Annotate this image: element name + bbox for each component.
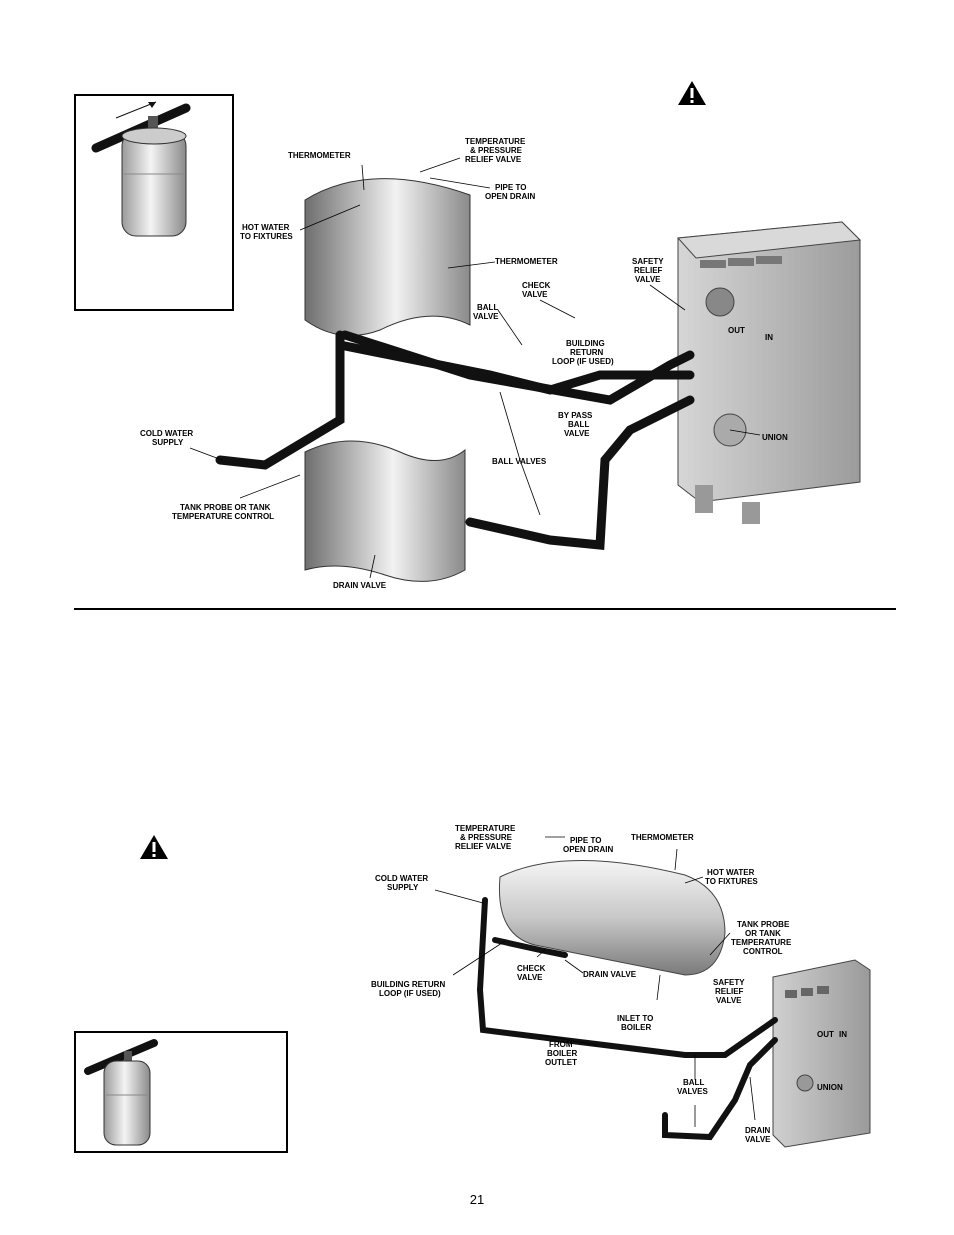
label-tank-probe-4: CONTROL <box>743 947 783 956</box>
label-check-valve-1: CHECK <box>522 281 551 290</box>
label-hot-water-2: TO FIXTURES <box>705 877 758 886</box>
label-pipe-drain-2: OPEN DRAIN <box>485 192 535 201</box>
label-tank-probe-2: TEMPERATURE CONTROL <box>172 512 274 521</box>
label-hot-water-1: HOT WATER <box>707 868 755 877</box>
label-hot-water-1: HOT WATER <box>242 223 290 232</box>
label-tp-relief-1: TEMPERATURE <box>465 137 526 146</box>
horizontal-storage-tank <box>498 860 726 976</box>
label-pipe-drain-1: PIPE TO <box>495 183 526 192</box>
label-in: IN <box>839 1030 847 1039</box>
label-drain-valve: DRAIN VALVE <box>583 970 637 979</box>
warning-icon <box>678 81 706 105</box>
piping-diagram-1: THERMOMETER TEMPERATURE & PRESSURE RELIE… <box>140 137 862 590</box>
label-out: OUT <box>728 326 745 335</box>
label-safety-1: SAFETY <box>632 257 664 266</box>
expansion-tank-inset-bottom <box>74 1031 288 1153</box>
label-ball-valves-1: BALL <box>683 1078 704 1087</box>
label-tp-relief-1: TEMPERATURE <box>455 824 516 833</box>
label-building-return-2: RETURN <box>570 348 604 357</box>
label-cold-water-1: COLD WATER <box>375 874 428 883</box>
label-check-valve-2: VALVE <box>517 973 543 982</box>
leader-lines-2 <box>434 836 756 1127</box>
label-out: OUT <box>817 1030 834 1039</box>
label-tp-relief-2: & PRESSURE <box>470 146 523 155</box>
label-building-return-2: LOOP (IF USED) <box>379 989 441 998</box>
label-thermometer-top: THERMOMETER <box>288 151 351 160</box>
boiler-2 <box>772 959 871 1148</box>
label-check-valve-1: CHECK <box>517 964 546 973</box>
label-cold-water-2: SUPPLY <box>152 438 184 447</box>
label-pipe-drain-2: OPEN DRAIN <box>563 845 613 854</box>
label-safety-2: RELIEF <box>715 987 744 996</box>
label-tank-probe-2: OR TANK <box>745 929 781 938</box>
label-tp-relief-2: & PRESSURE <box>460 833 513 842</box>
warning-icon <box>140 835 168 859</box>
label-hot-water-2: TO FIXTURES <box>240 232 293 241</box>
piping-diagram-2: TEMPERATURE & PRESSURE RELIEF VALVE PIPE… <box>371 824 871 1148</box>
leader-lines <box>189 157 761 579</box>
label-building-return-1: BUILDING <box>566 339 605 348</box>
label-ball-valves-2: VALVES <box>677 1087 708 1096</box>
label-union: UNION <box>762 433 788 442</box>
label-in: IN <box>765 333 773 342</box>
label-safety-1: SAFETY <box>713 978 745 987</box>
label-tp-relief-3: RELIEF VALVE <box>455 842 512 851</box>
expansion-tank-icon <box>91 101 191 237</box>
label-building-return-1: BUILDING RETURN <box>371 980 445 989</box>
piping <box>215 330 695 550</box>
label-drain-valve-2b: VALVE <box>745 1135 771 1144</box>
label-drain-valve: DRAIN VALVE <box>333 581 387 590</box>
label-inlet-1: INLET TO <box>617 1014 653 1023</box>
expansion-tank-inset-top <box>74 94 234 311</box>
label-ball-valve-2: VALVE <box>473 312 499 321</box>
storage-tank-upper <box>304 178 471 337</box>
label-ball-valve-1: BALL <box>477 303 498 312</box>
label-from-boiler-1: FROM <box>549 1040 573 1049</box>
label-tp-relief-3: RELIEF VALVE <box>465 155 522 164</box>
storage-tank-lower <box>304 440 466 582</box>
label-bypass-2: BALL <box>568 420 589 429</box>
label-safety-3: VALVE <box>635 275 661 284</box>
label-safety-3: VALVE <box>716 996 742 1005</box>
page-number: 21 <box>469 1192 485 1207</box>
label-bypass-1: BY PASS <box>558 411 593 420</box>
label-drain-valve-2a: DRAIN <box>745 1126 771 1135</box>
label-from-boiler-3: OUTLET <box>545 1058 577 1067</box>
label-check-valve-2: VALVE <box>522 290 548 299</box>
label-union: UNION <box>817 1083 843 1092</box>
section-divider <box>74 608 896 610</box>
label-inlet-2: BOILER <box>621 1023 651 1032</box>
label-ball-valves: BALL VALVES <box>492 457 547 466</box>
expansion-tank-icon <box>84 1039 158 1146</box>
label-from-boiler-2: BOILER <box>547 1049 577 1058</box>
label-safety-2: RELIEF <box>634 266 663 275</box>
label-thermometer: THERMOMETER <box>631 833 694 842</box>
label-tank-probe-3: TEMPERATURE <box>731 938 792 947</box>
label-pipe-drain-1: PIPE TO <box>570 836 601 845</box>
label-tank-probe-1: TANK PROBE <box>737 920 790 929</box>
label-cold-water-1: COLD WATER <box>140 429 193 438</box>
label-cold-water-2: SUPPLY <box>387 883 419 892</box>
label-tank-probe-1: TANK PROBE OR TANK <box>180 503 271 512</box>
label-building-return-3: LOOP (IF USED) <box>552 357 614 366</box>
label-thermometer-side: THERMOMETER <box>495 257 558 266</box>
boiler <box>676 221 862 524</box>
label-bypass-3: VALVE <box>564 429 590 438</box>
